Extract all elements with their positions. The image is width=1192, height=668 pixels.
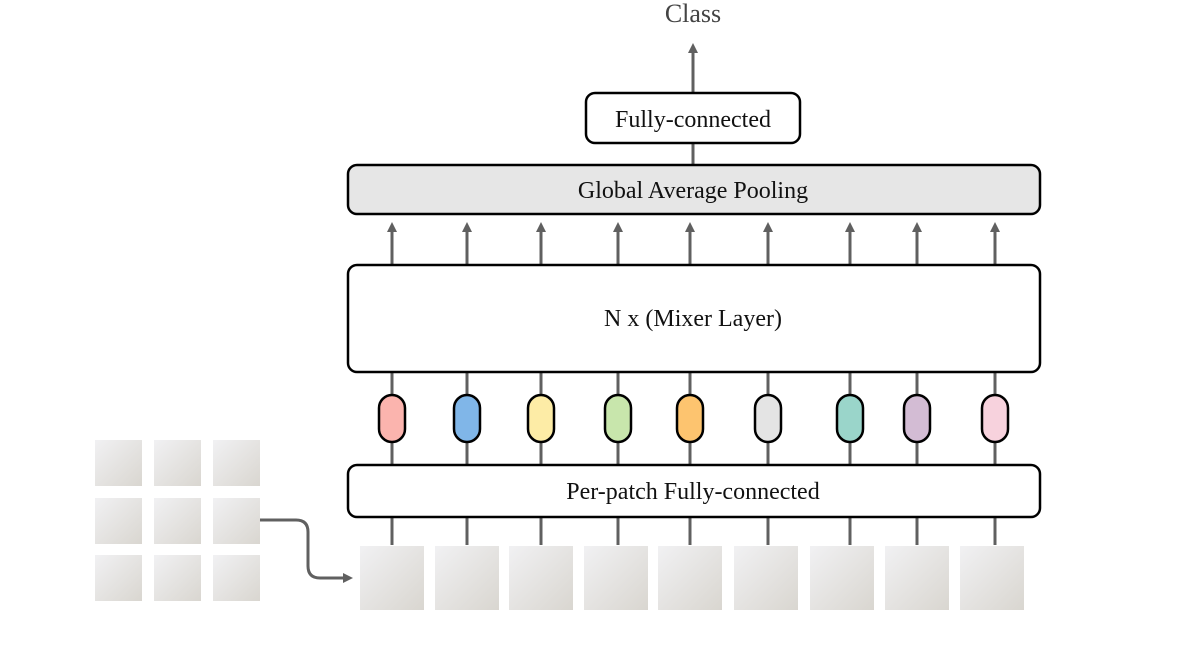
patch-flatten-arrow: [260, 518, 353, 583]
image-patch: [584, 546, 648, 610]
image-patch: [734, 546, 798, 610]
grid-patch: [154, 440, 201, 486]
grid-patch: [213, 555, 260, 601]
token-pill: [675, 393, 705, 444]
image-patch: [885, 546, 949, 610]
image-patch: [810, 546, 874, 610]
grid-patch: [95, 555, 142, 601]
image-patch: [435, 546, 499, 610]
class-label: Class: [665, 0, 721, 28]
grid-patch: [213, 440, 260, 486]
mixer-layer-box: [346, 263, 1042, 374]
grid-patch: [154, 498, 201, 544]
fully-connected-label: Fully-connected: [615, 107, 771, 133]
per-patch-fc-label: Per-patch Fully-connected: [566, 479, 819, 505]
image-patch: [658, 546, 722, 610]
fully-connected-box: [584, 91, 802, 145]
global-average-pooling-box: [346, 163, 1042, 216]
grid-patch: [95, 440, 142, 486]
image-patch: [509, 546, 573, 610]
grid-patch: [213, 498, 260, 544]
image-patch: [360, 546, 424, 610]
token-pill: [603, 393, 633, 444]
token-pill: [452, 393, 482, 444]
token-pill: [753, 393, 783, 444]
token-pill: [902, 393, 932, 444]
grid-patch: [154, 555, 201, 601]
token-pill: [835, 393, 865, 444]
mixer-layer-label: N x (Mixer Layer): [604, 306, 782, 332]
patch-sequence: [360, 546, 1024, 610]
token-pill: [377, 393, 407, 444]
token-pill: [980, 393, 1010, 444]
image-patch: [960, 546, 1024, 610]
global-average-pooling-label: Global Average Pooling: [578, 178, 808, 204]
image-patch-grid: [95, 440, 260, 601]
token-pill: [526, 393, 556, 444]
per-patch-fc-box: [346, 463, 1042, 519]
grid-patch: [95, 498, 142, 544]
token-pills: [377, 393, 1010, 444]
